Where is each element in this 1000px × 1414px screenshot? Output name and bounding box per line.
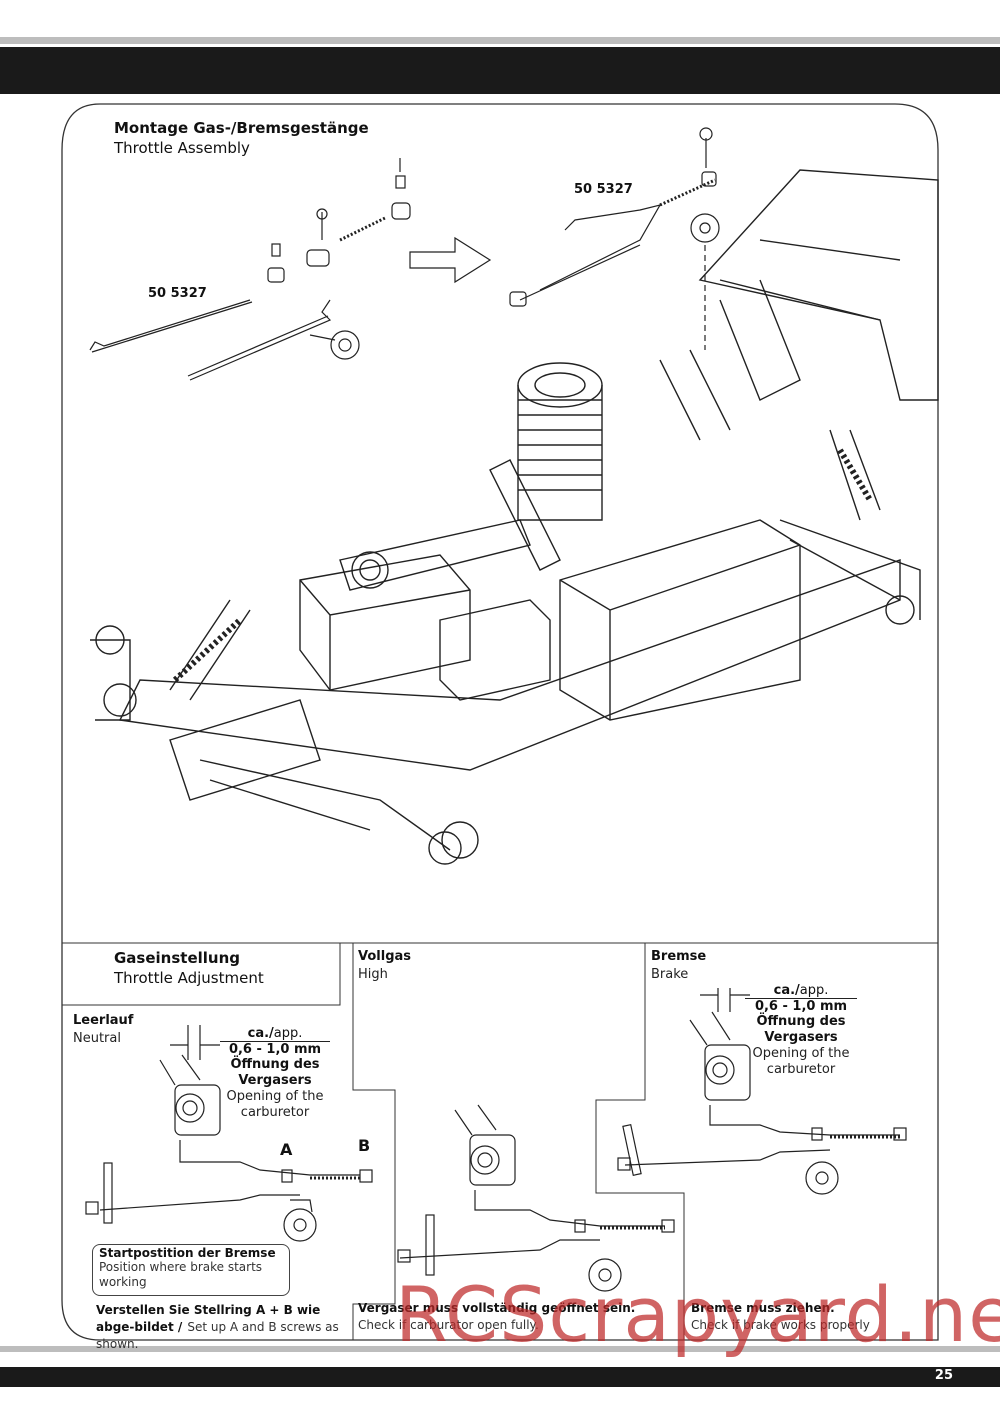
header-rule [0, 37, 1000, 44]
footer-rule [0, 1346, 1000, 1352]
high-note-de: Vergaser muss vollständig geöffnet sein. [358, 1301, 636, 1315]
brake-note-de: Bremse muss ziehen. [691, 1301, 835, 1315]
header-bar [0, 47, 1000, 94]
brake-opening-en: Opening of the carburetor [752, 1046, 850, 1077]
brake-app: app. [799, 983, 829, 998]
brake-start-box [92, 1244, 290, 1296]
brake-ca: ca./ [773, 983, 800, 998]
throttle-linkage-assembled [509, 127, 720, 350]
watermark: RCScrapyard.net [395, 1270, 1000, 1359]
brake-start-de: Startpostition der Bremse [99, 1246, 276, 1260]
neutral-measure: 0,6 - 1,0 mm [220, 1041, 330, 1057]
part-number-right: 50 5327 [574, 182, 633, 197]
buggy-chassis [90, 169, 939, 865]
assembly-title-en: Throttle Assembly [114, 139, 250, 157]
screw-label-a: A [280, 1140, 293, 1159]
neutral-ca: ca./ [247, 1026, 274, 1041]
brake-title-de: Bremse [651, 949, 707, 964]
high-title-en: High [358, 967, 388, 982]
adjustment-title-en: Throttle Adjustment [114, 969, 264, 987]
throttle-linkage-exploded [89, 158, 492, 381]
page-number: 25 [934, 1368, 953, 1383]
neutral-note: Verstellen Sie Stellring A + B wie abge-… [96, 1301, 348, 1352]
part-number-left: 50 5327 [148, 286, 207, 301]
assembly-title-de: Montage Gas-/Bremsgestänge [114, 119, 369, 137]
brake-start-text: Startpostition der Bremse Position where… [99, 1246, 287, 1290]
neutral-app: app. [273, 1026, 303, 1041]
footer-bar [0, 1367, 1000, 1387]
high-diagram [397, 1104, 675, 1292]
high-title-de: Vollgas [358, 949, 412, 964]
neutral-opening-de: Öffnung des Vergasers [230, 1057, 320, 1088]
neutral-diagram [85, 1025, 373, 1242]
neutral-note-en: Set up A and B screws as shown. [96, 1320, 339, 1351]
neutral-opening-en: Opening of the carburetor [226, 1089, 324, 1120]
brake-diagram [617, 988, 907, 1195]
neutral-title-en: Neutral [73, 1031, 121, 1046]
neutral-measure-block: ca./app. 0,6 - 1,0 mm Öffnung des Vergas… [220, 1026, 330, 1121]
brake-title-en: Brake [651, 967, 689, 982]
brake-measure: 0,6 - 1,0 mm [745, 998, 857, 1014]
neutral-title-de: Leerlauf [73, 1013, 134, 1028]
adjustment-title-de: Gaseinstellung [114, 949, 241, 967]
brake-start-en: Position where brake starts working [99, 1260, 263, 1289]
screw-label-b: B [358, 1136, 371, 1155]
brake-measure-block: ca./app. 0,6 - 1,0 mm Öffnung des Vergas… [745, 983, 857, 1078]
brake-note-en: Check if brake works properly [691, 1318, 870, 1332]
brake-opening-de: Öffnung des Vergasers [756, 1014, 846, 1045]
high-note-en: Check if carburator open fully. [358, 1318, 539, 1332]
neutral-note-de: Verstellen Sie Stellring A + B wie abge-… [96, 1303, 321, 1334]
